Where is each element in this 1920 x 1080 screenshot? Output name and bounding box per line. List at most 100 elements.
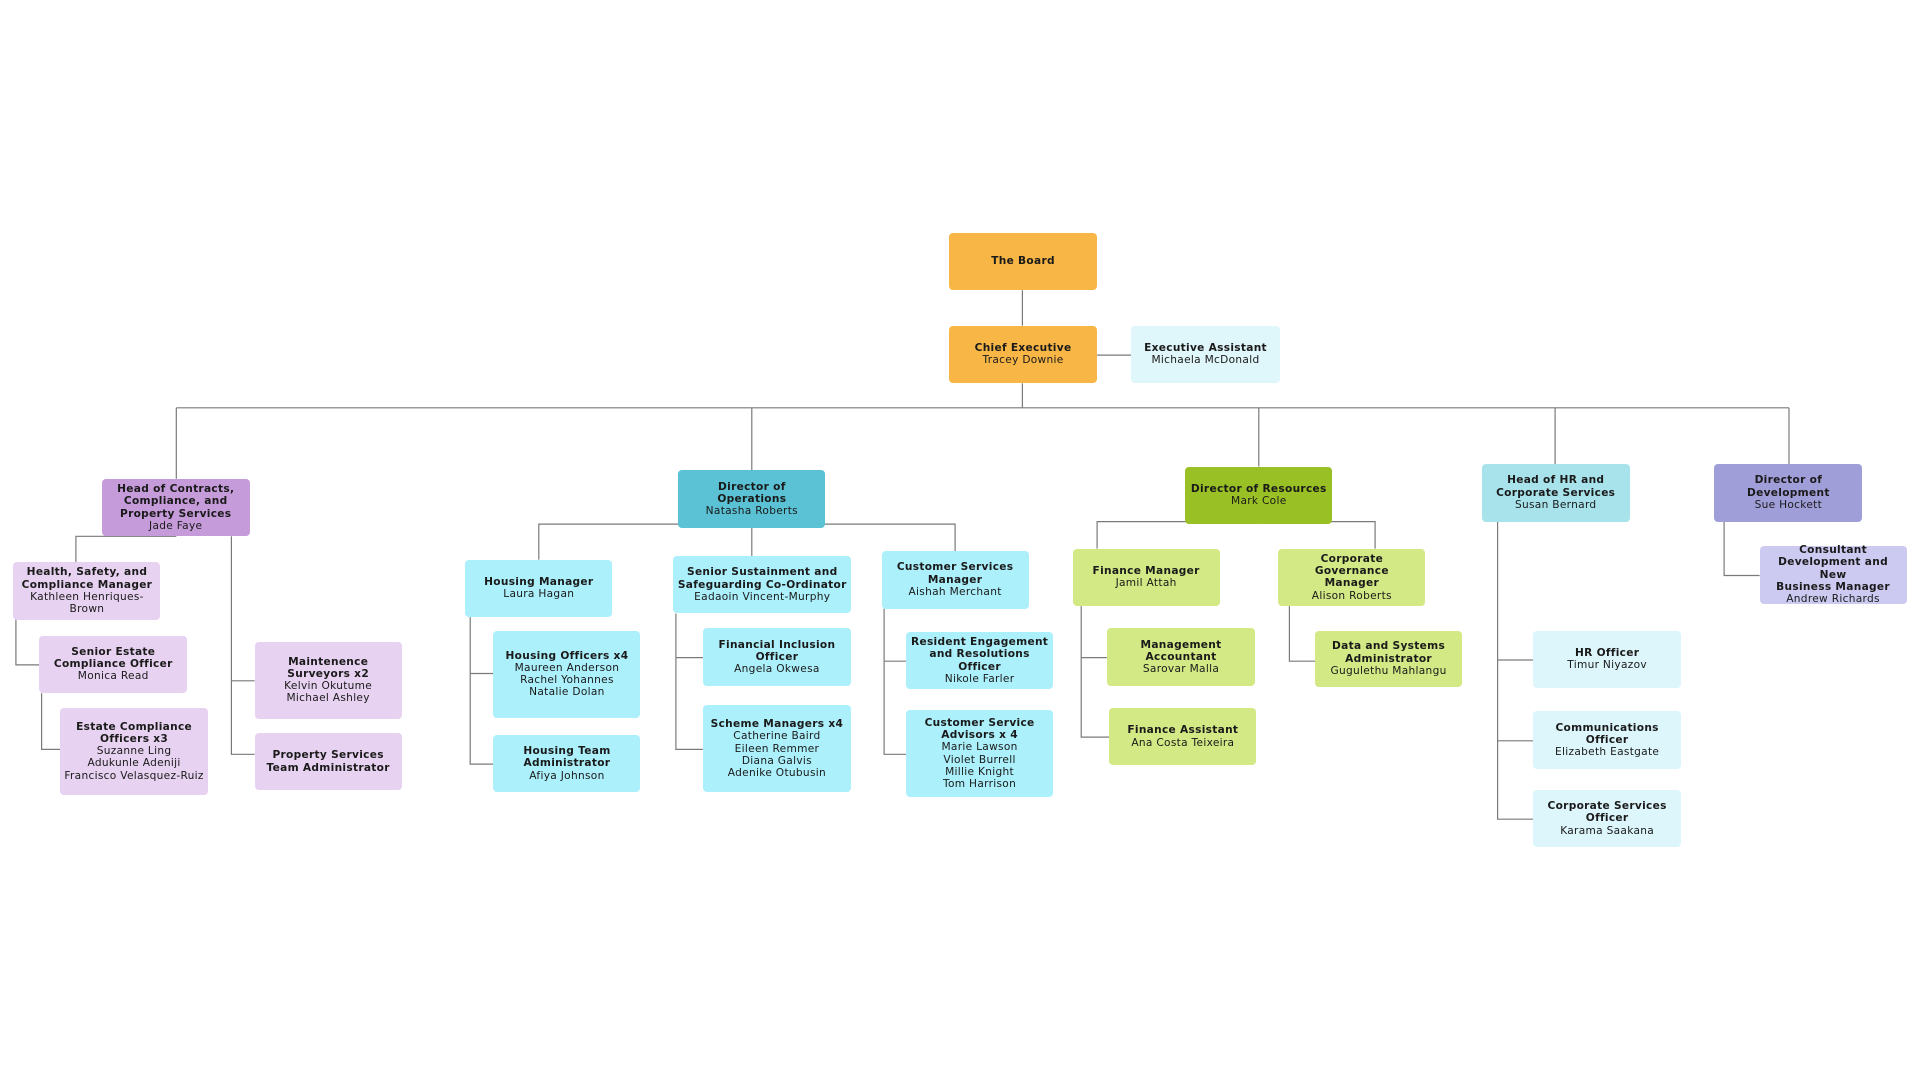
connector-line	[1723, 521, 1760, 577]
node-title: Director of Resources	[1190, 483, 1327, 495]
node-names: Ana Costa Teixeira	[1131, 736, 1235, 749]
node-title: Housing Manager	[484, 576, 594, 589]
node-title: Communications Officer	[1555, 721, 1659, 747]
node-title: Customer Service Advisors x 4	[924, 716, 1035, 742]
node-title: Housing Team Administrator	[523, 745, 611, 770]
node-names: Afiya Johnson	[529, 769, 605, 782]
node-title: Consultant Development and New Business …	[1776, 544, 1890, 594]
node-title: Estate Compliance Officers x3	[76, 720, 193, 745]
org-node-re: Resident Engagement and Resolutions Offi…	[906, 631, 1054, 690]
node-names: Sarovar Malla	[1142, 663, 1220, 676]
node-names: Kathleen Henriques- Brown	[30, 590, 144, 616]
node-title: Senior Sustainment and Safeguarding Co-O…	[677, 566, 847, 591]
node-title: Scheme Managers x4	[710, 718, 844, 731]
org-node-hc: Head of Contracts, Compliance, and Prope…	[101, 478, 250, 537]
org-node-board: The Board	[948, 232, 1098, 291]
node-title: Corporate Services Officer	[1547, 800, 1667, 825]
node-names: Mark Cole	[1231, 495, 1287, 508]
node-names: Jamil Attah	[1115, 577, 1177, 590]
node-title: Executive Assistant	[1144, 342, 1267, 355]
node-title: Senior Estate Compliance Officer	[53, 645, 173, 671]
node-names: Jade Faye	[149, 519, 203, 532]
node-title: The Board	[991, 255, 1055, 268]
node-names: Alison Roberts	[1311, 589, 1392, 602]
node-names: Catherine Baird Eileen Remmer Diana Galv…	[727, 730, 827, 780]
node-title: Head of Contracts, Compliance, and Prope…	[117, 482, 235, 520]
node-names: Monica Read	[77, 670, 149, 683]
node-title: Property Services Team Administrator	[266, 749, 390, 774]
node-title: Financial Inclusion Officer	[718, 638, 836, 663]
node-names: Elizabeth Eastgate	[1554, 746, 1660, 759]
node-names: Susan Bernard	[1514, 498, 1597, 511]
node-names: Laura Hagan	[503, 588, 575, 601]
node-names: Gugulethu Mahlangu	[1330, 664, 1447, 677]
node-title: Corporate Governance Manager	[1314, 552, 1389, 590]
connector-line	[469, 617, 494, 765]
connector-line	[675, 613, 703, 751]
node-names: Andrew Richards	[1786, 593, 1880, 606]
node-names: Natasha Roberts	[705, 505, 798, 518]
connector-line	[1258, 520, 1376, 549]
node-title: Data and Systems Administrator	[1332, 640, 1446, 665]
node-names: Kelvin Okutume Michael Ashley	[284, 680, 373, 705]
node-names: Timur Niyazov	[1567, 659, 1647, 672]
connector-line	[1080, 606, 1110, 738]
org-node-ss: Senior Sustainment and Safeguarding Co-O…	[673, 555, 852, 614]
node-names: Eadaoin Vincent-Murphy	[694, 590, 831, 603]
node-title: Maintenence Surveyors x2	[287, 655, 369, 680]
connector-line	[1496, 521, 1534, 820]
connector-line	[1096, 520, 1260, 549]
node-title: Chief Executive	[974, 342, 1072, 355]
connector-line	[15, 619, 40, 666]
connector-line	[40, 693, 60, 751]
node-names: Suzanne Ling Adukunle Adeniji Francisco …	[64, 745, 204, 782]
node-title: HR Officer	[1574, 647, 1640, 660]
node-names: Karama Saakana	[1560, 824, 1655, 837]
org-node-cdnb: Consultant Development and New Business …	[1759, 544, 1907, 606]
org-node-psta: Property Services Team Administrator	[254, 733, 402, 790]
connector-line	[538, 523, 753, 560]
node-names: Angela Okwesa	[734, 663, 820, 676]
node-title: Head of HR and Corporate Services	[1496, 474, 1616, 499]
node-title: Finance Manager	[1092, 565, 1200, 578]
connector-line	[1288, 606, 1316, 662]
node-title: Resident Engagement and Resolutions Offi…	[911, 636, 1049, 673]
node-title: Finance Assistant	[1127, 724, 1239, 737]
node-title: Management Accountant	[1140, 638, 1222, 663]
node-title: Director of Development	[1747, 474, 1830, 499]
connector-line	[230, 536, 255, 755]
node-title: Housing Officers x4	[505, 649, 629, 662]
node-names: Nikole Farler	[944, 672, 1015, 685]
node-title: Health, Safety, and Compliance Manager	[21, 566, 153, 591]
node-names: Sue Hockett	[1754, 498, 1823, 511]
node-names: Michaela McDonald	[1151, 354, 1260, 367]
node-title: Customer Services Manager	[896, 561, 1014, 586]
connector-line	[75, 535, 177, 562]
node-names: Marie Lawson Violet Burrell Millie Knigh…	[941, 741, 1018, 791]
